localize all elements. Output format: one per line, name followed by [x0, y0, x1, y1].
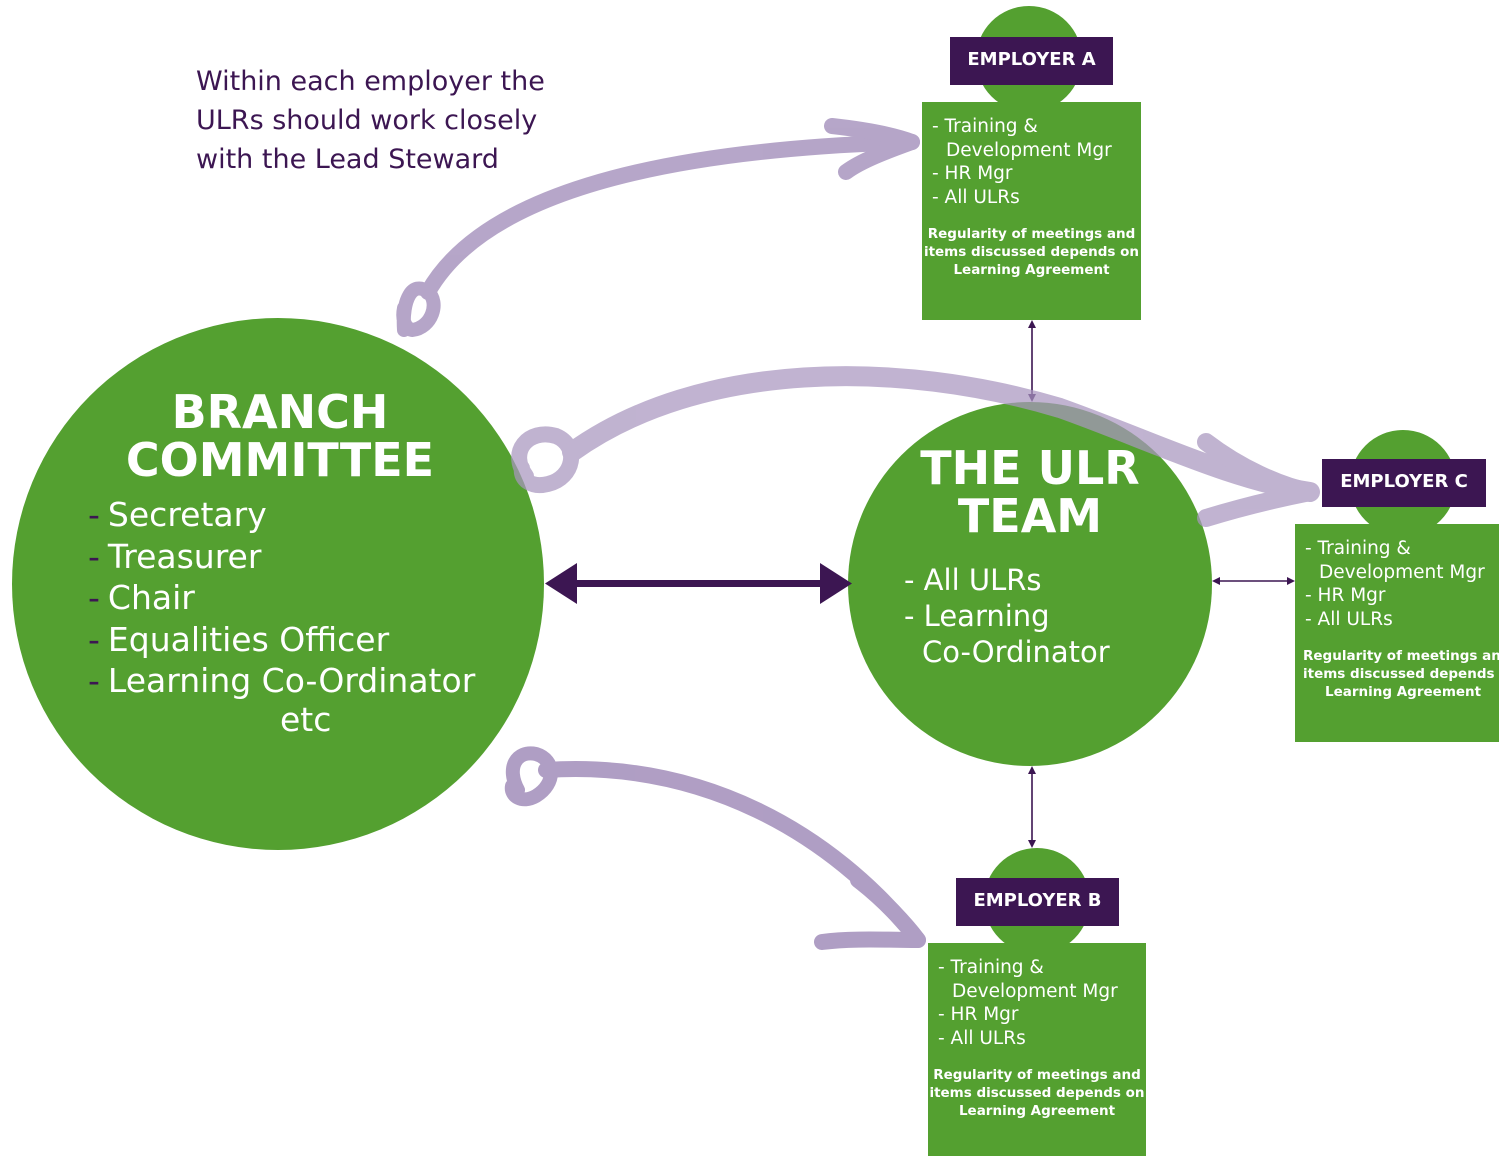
employer-b-label: EMPLOYER B — [956, 878, 1119, 926]
employer-b-item: Development Mgr — [952, 980, 1118, 1002]
branch-member-label: Chair — [107, 578, 195, 617]
employer-a-note-line: Learning Agreement — [953, 262, 1110, 278]
ulr-title-line: TEAM — [957, 489, 1103, 543]
employer-c-items: - Training & Development Mgr - HR Mgr - … — [1305, 537, 1499, 631]
branch-member: -Secretary — [88, 494, 528, 536]
steward-note-line: ULRs should work closely — [196, 105, 538, 136]
employer-a-note: Regularity of meetings and items discuss… — [922, 225, 1141, 279]
steward-note-line: with the Lead Steward — [196, 144, 499, 175]
steward-note: Within each employer the ULRs should wor… — [196, 62, 616, 179]
employer-b-item: - Training & — [938, 957, 1044, 978]
ulr-member: Co-Ordinator — [922, 635, 1110, 669]
ulr-team-title: THE ULR TEAM — [870, 444, 1190, 540]
employer-b-item: - HR Mgr — [938, 1004, 1019, 1025]
curve-to-employer-b — [504, 746, 926, 950]
employer-c-item: - All ULRs — [1305, 608, 1393, 630]
employer-a-item: - HR Mgr — [932, 163, 1013, 184]
branch-committee-circle — [12, 318, 544, 850]
employer-c-item: - HR Mgr — [1305, 585, 1386, 606]
employer-c-item: - Training & — [1305, 538, 1411, 559]
ulr-team-circle — [848, 402, 1212, 766]
employer-a-items: - Training & Development Mgr - HR Mgr - … — [932, 115, 1141, 209]
dash-marker: - — [88, 619, 100, 659]
branch-committee-title: BRANCH COMMITTEE — [60, 388, 500, 484]
employer-c-note-line: Regularity of meetings and — [1303, 648, 1499, 664]
steward-note-line: Within each employer the — [196, 66, 545, 97]
ulr-member: - Learning — [904, 599, 1050, 633]
branch-title-line: COMMITTEE — [125, 433, 435, 487]
dash-marker: - — [88, 495, 100, 534]
employer-a-item: - Training & — [932, 116, 1038, 137]
employer-b-item: - All ULRs — [938, 1027, 1026, 1049]
dash-marker: - — [88, 578, 100, 617]
branch-ulr-double-arrow — [545, 563, 852, 604]
branch-member: -Learning Co-Ordinator — [88, 660, 528, 702]
employer-c-note: Regularity of meetings and items discuss… — [1295, 647, 1499, 701]
employer-b-box: - Training & Development Mgr - HR Mgr - … — [928, 943, 1146, 1156]
employer-a-label: EMPLOYER A — [950, 37, 1113, 85]
branch-title-line: BRANCH — [171, 385, 389, 439]
branch-member-label: Secretary — [107, 495, 267, 534]
branch-committee-members: -Secretary -Treasurer -Chair -Equalities… — [88, 494, 528, 702]
employer-a-item: - All ULRs — [932, 186, 1020, 208]
employer-a-box: - Training & Development Mgr - HR Mgr - … — [922, 102, 1141, 320]
branch-member: -Chair — [88, 577, 528, 619]
employer-a-item: Development Mgr — [946, 139, 1112, 161]
branch-member-label: Learning Co-Ordinator — [107, 661, 476, 700]
ulr-member: - All ULRs — [904, 563, 1042, 597]
employer-b-note-line: Learning Agreement — [958, 1103, 1116, 1119]
employer-a-note-line: items discussed depends on — [923, 244, 1140, 260]
curve-to-employer-a — [396, 118, 920, 337]
employer-b-items: - Training & Development Mgr - HR Mgr - … — [938, 956, 1146, 1050]
employer-b-note-line: items discussed depends on — [929, 1085, 1145, 1101]
employer-c-item: Development Mgr — [1319, 561, 1485, 583]
branch-member: -Equalities Officer — [88, 619, 528, 661]
employer-c-label: EMPLOYER C — [1322, 459, 1486, 507]
branch-member: -Treasurer — [88, 536, 528, 578]
branch-etc: etc — [280, 700, 332, 739]
employer-b-note: Regularity of meetings and items discuss… — [928, 1066, 1146, 1120]
employer-a-note-line: Regularity of meetings and — [927, 226, 1136, 242]
curve-to-employer-c — [511, 366, 1320, 527]
branch-member-label: Equalities Officer — [107, 619, 390, 659]
ulr-team-members: - All ULRs - Learning Co-Ordinator — [904, 562, 1204, 670]
dash-marker: - — [88, 536, 100, 576]
employer-b-note-line: Regularity of meetings and — [933, 1067, 1141, 1083]
ulr-title-line: THE ULR — [920, 441, 1140, 495]
branch-member-label: Treasurer — [107, 536, 262, 576]
dash-marker: - — [88, 661, 100, 700]
employer-c-box: - Training & Development Mgr - HR Mgr - … — [1295, 524, 1499, 742]
employer-c-note-line: Learning Agreement — [1325, 684, 1482, 700]
employer-c-note-line: items discussed depends on — [1303, 666, 1499, 682]
